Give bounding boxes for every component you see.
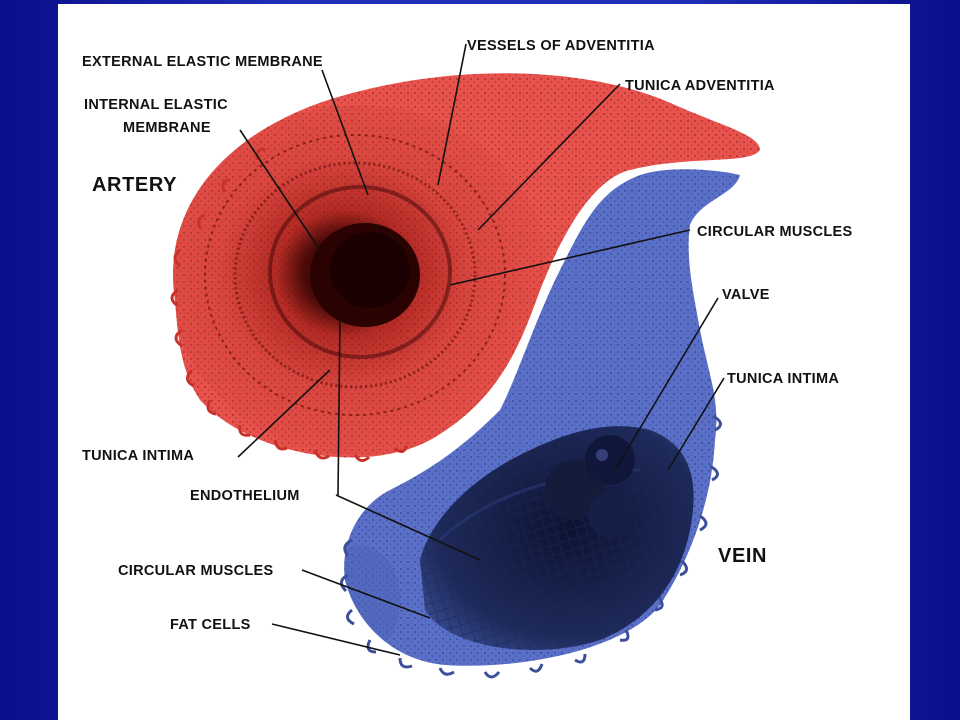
label-circular-muscles-vein: CIRCULAR MUSCLES (118, 563, 273, 579)
label-internal-elastic-membrane-line1: INTERNAL ELASTIC (84, 97, 228, 113)
label-valve: VALVE (722, 287, 770, 303)
label-endothelium: ENDOTHELIUM (190, 488, 300, 504)
artery-illustration (170, 73, 760, 462)
label-circular-muscles-artery: CIRCULAR MUSCLES (697, 224, 852, 240)
label-artery: ARTERY (92, 174, 177, 196)
label-tunica-intima-artery: TUNICA INTIMA (82, 448, 194, 464)
label-internal-elastic-membrane-line2: MEMBRANE (123, 120, 211, 136)
label-fat-cells: FAT CELLS (170, 617, 251, 633)
label-external-elastic-membrane: EXTERNAL ELASTIC MEMBRANE (82, 54, 323, 70)
leader-lines (237, 43, 725, 656)
label-tunica-adventitia: TUNICA ADVENTITIA (625, 78, 775, 94)
label-tunica-intima-vein: TUNICA INTIMA (727, 371, 839, 387)
vein-fat-rim (340, 414, 722, 679)
artery-fat-rim (170, 147, 409, 462)
label-vessels-of-adventitia: VESSELS OF ADVENTITIA (467, 38, 655, 54)
label-vein: VEIN (718, 545, 767, 567)
